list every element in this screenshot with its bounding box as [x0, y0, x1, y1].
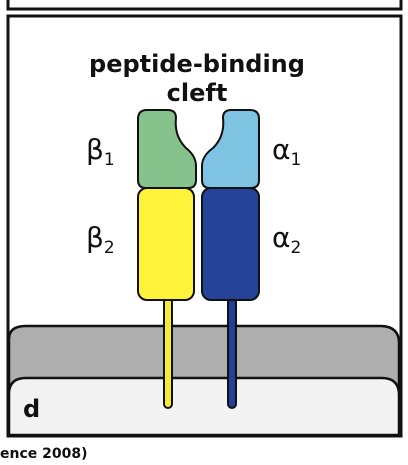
alpha1-label: α1	[272, 133, 301, 170]
membrane-inner-layer	[7, 376, 401, 437]
beta-chain-tail	[163, 297, 173, 409]
beta1-domain	[137, 109, 197, 189]
beta2-greek: β	[86, 221, 104, 254]
alpha1-subscript: 1	[290, 150, 301, 170]
alpha1-domain	[201, 109, 260, 189]
alpha-chain-tail	[227, 297, 237, 409]
caption-fragment: ence 2008)	[0, 446, 88, 462]
beta2-label: β2	[86, 221, 115, 258]
beta1-subscript: 1	[104, 150, 115, 170]
alpha2-subscript: 2	[290, 238, 301, 258]
alpha2-label: α2	[272, 221, 301, 258]
alpha1-greek: α	[272, 133, 290, 166]
cleft-title-line2: cleft	[167, 79, 228, 107]
previous-panel-frame	[6, 0, 403, 11]
beta2-subscript: 2	[104, 238, 115, 258]
panel-letter: d	[23, 395, 40, 423]
beta1-label: β1	[86, 133, 115, 170]
alpha2-domain	[201, 187, 260, 301]
cleft-title-line1: peptide-binding	[89, 50, 305, 78]
alpha2-greek: α	[272, 221, 290, 254]
beta1-greek: β	[86, 133, 104, 166]
beta2-domain	[137, 187, 195, 301]
